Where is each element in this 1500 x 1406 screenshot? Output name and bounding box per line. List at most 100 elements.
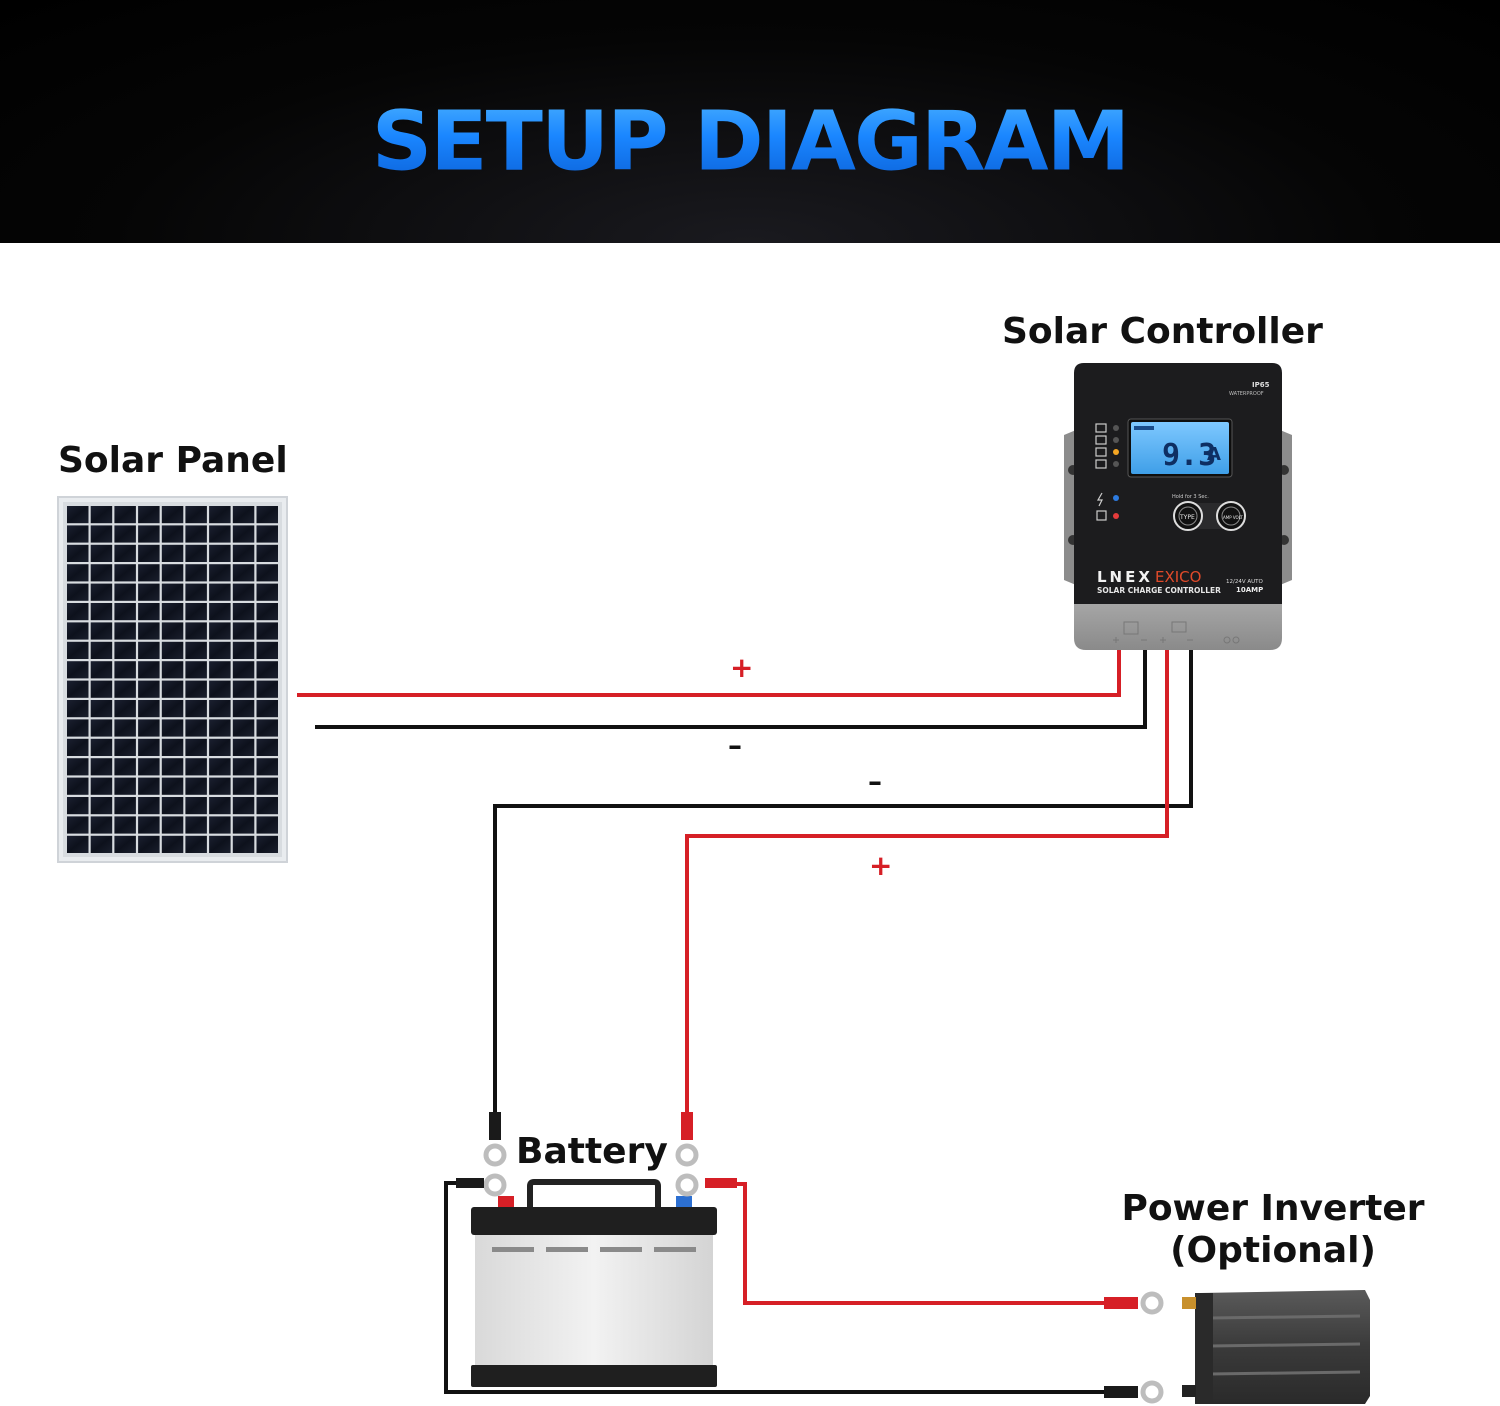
solar-cell xyxy=(209,777,231,795)
waterproof-text: WATERPROOF xyxy=(1229,391,1264,397)
solar-cell xyxy=(209,816,231,834)
solar-cell xyxy=(67,564,89,582)
solar-cell xyxy=(114,506,136,524)
solar-cell xyxy=(209,661,231,679)
solar-cell xyxy=(185,583,207,601)
solar-cell xyxy=(138,622,160,640)
solar-cell xyxy=(67,506,89,524)
solar-cell xyxy=(67,777,89,795)
solar-cell xyxy=(114,525,136,543)
solar-cell xyxy=(232,525,255,543)
solar-cell xyxy=(185,641,207,659)
solar-cell xyxy=(114,777,136,795)
solar-cell xyxy=(232,719,255,737)
page-title: SETUP DIAGRAM xyxy=(0,93,1500,189)
solar-cell xyxy=(114,603,136,621)
solar-cell xyxy=(232,777,255,795)
solar-cell xyxy=(67,738,89,756)
solar-cell xyxy=(161,700,184,718)
solar-cell xyxy=(161,816,184,834)
solar-cell xyxy=(161,622,184,640)
type-button[interactable]: TYPE xyxy=(1173,501,1203,531)
solar-cell xyxy=(185,777,207,795)
solar-cell xyxy=(114,661,136,679)
battery-positive-wire xyxy=(685,650,1169,1115)
solar-cell xyxy=(256,816,278,834)
solar-cell xyxy=(114,564,136,582)
solar-cell xyxy=(232,758,255,776)
solar-cell xyxy=(90,816,113,834)
solar-cell xyxy=(138,835,160,853)
solar-cell xyxy=(232,738,255,756)
amp-volt-button[interactable]: AMP VOLT xyxy=(1216,501,1246,531)
battery xyxy=(471,1179,717,1387)
solar-cell xyxy=(256,680,278,698)
brand-left: LNEX xyxy=(1097,568,1153,586)
solar-cell xyxy=(138,564,160,582)
spec-amp: 10AMP xyxy=(1236,586,1263,594)
solar-cell xyxy=(67,641,89,659)
solar-cell xyxy=(185,603,207,621)
solar-cell xyxy=(67,835,89,853)
inverter-label-line1: Power Inverter xyxy=(1121,1188,1425,1229)
battery-negative-sign: – xyxy=(868,765,882,798)
solar-panel xyxy=(57,496,288,863)
solar-cell xyxy=(256,603,278,621)
battery-negative-wire xyxy=(493,650,1193,1115)
type-button-label: TYPE xyxy=(1179,514,1195,521)
solar-cell xyxy=(90,564,113,582)
solar-cell xyxy=(185,680,207,698)
solar-cell xyxy=(185,544,207,562)
solar-cell xyxy=(161,583,184,601)
solar-cell xyxy=(232,680,255,698)
solar-cell xyxy=(185,525,207,543)
solar-cell xyxy=(67,525,89,543)
rating-text: IP65 xyxy=(1252,381,1270,389)
solar-cell xyxy=(90,680,113,698)
inverter-negative-wire xyxy=(444,1181,1108,1394)
solar-cell xyxy=(185,797,207,815)
solar-cell xyxy=(185,738,207,756)
battery-ring-connectors xyxy=(456,1112,737,1197)
solar-cell xyxy=(114,835,136,853)
solar-cell xyxy=(161,525,184,543)
solar-cell xyxy=(90,835,113,853)
battery-positive-sign: + xyxy=(869,849,893,882)
power-inverter xyxy=(1182,1290,1370,1404)
solar-cell xyxy=(67,797,89,815)
solar-cell xyxy=(209,544,231,562)
battery-positive-terminal xyxy=(676,1196,692,1208)
solar-cell xyxy=(209,700,231,718)
solar-cell xyxy=(138,680,160,698)
solar-cell xyxy=(90,641,113,659)
solar-cell xyxy=(67,700,89,718)
solar-cell xyxy=(67,719,89,737)
solar-cell xyxy=(185,719,207,737)
solar-cell xyxy=(161,661,184,679)
solar-cell xyxy=(90,797,113,815)
solar-cell xyxy=(232,816,255,834)
solar-cell xyxy=(138,661,160,679)
solar-cell xyxy=(256,777,278,795)
solar-cell xyxy=(209,758,231,776)
solar-controller: IP65 WATERPROOF 9.3 A Hold for 3 Sec. xyxy=(1064,363,1292,650)
solar-cell xyxy=(114,544,136,562)
solar-cell xyxy=(90,777,113,795)
solar-cell xyxy=(138,700,160,718)
solar-cell xyxy=(185,835,207,853)
solar-cell xyxy=(67,583,89,601)
solar-cell xyxy=(232,700,255,718)
solar-cell xyxy=(209,622,231,640)
solar-cell xyxy=(256,719,278,737)
solar-cell xyxy=(90,603,113,621)
solar-cell xyxy=(209,797,231,815)
solar-cell xyxy=(161,544,184,562)
amp-volt-button-label: AMP VOLT xyxy=(1223,515,1243,520)
solar-cell xyxy=(90,700,113,718)
solar-cell xyxy=(232,641,255,659)
solar-cell xyxy=(209,525,231,543)
solar-cell xyxy=(161,641,184,659)
solar-cell xyxy=(114,622,136,640)
solar-cell xyxy=(138,603,160,621)
